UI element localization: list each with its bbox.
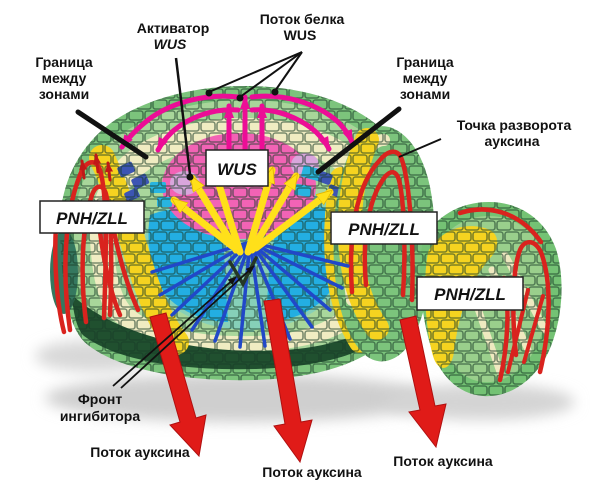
- auxin-flow-left-label: Поток ауксина: [90, 444, 190, 460]
- pointer-protein-dot-3: [271, 88, 279, 96]
- wus-box: [205, 149, 269, 187]
- auxin-line-right-top: [457, 207, 544, 245]
- auxin-flow-arrow-center: [263, 298, 313, 464]
- auxin-flow-right-label: Поток ауксина: [393, 453, 493, 469]
- pointer-protein-1: [208, 51, 303, 93]
- boundary-left-label-line2: между: [42, 70, 87, 86]
- auxin-turn-label-line2: ауксина: [484, 133, 539, 149]
- activator-label-line1: Активатор: [137, 20, 210, 36]
- pnh-zll-box-left: [39, 200, 145, 234]
- yellow-arrow-4: [248, 172, 300, 254]
- pnh-zll-box-right: [416, 276, 524, 311]
- gene-boxes: WUS PNH/ZLL PNH/ZLL PNH/ZLL: [39, 149, 524, 311]
- auxin-line-left-edge: [53, 222, 67, 335]
- pointer-boundary-right: [315, 106, 402, 175]
- pnh-zll-box-middle: [330, 211, 438, 245]
- protein-flow-arc-right-outer: [249, 93, 355, 145]
- boundary-left-label-line1: Граница: [35, 54, 93, 70]
- pointer-lines: [75, 51, 442, 389]
- protein-flow-arc-right-inner: [249, 107, 332, 152]
- vascular-fan: [150, 240, 350, 349]
- yellow-arrow-6: [170, 196, 236, 250]
- boundary-left-label-line3: зонами: [39, 86, 89, 102]
- pnh-zll-right-label: PNH/ZLL: [434, 285, 506, 304]
- auxin-file-right-2: [522, 294, 545, 364]
- pointer-protein-dot-1: [205, 89, 213, 97]
- pointer-activator: [174, 57, 192, 175]
- activator-label-line2: WUS: [154, 36, 187, 52]
- pointer-auxin-turn: [398, 138, 442, 158]
- text-annotations: Активатор WUS Поток белка WUS Граница ме…: [35, 11, 571, 480]
- inhibitor-front-label-line2: ингибитора: [60, 408, 141, 424]
- auxin-loop-left-inner: [80, 184, 114, 325]
- pointer-protein-3: [274, 51, 303, 92]
- inhibitor-front-label-line1: Фронт: [78, 391, 123, 407]
- pointer-protein-2: [239, 51, 303, 98]
- protein-flow-arc-left-outer: [119, 93, 241, 150]
- auxin-flow-arrow-right: [399, 315, 447, 449]
- pointer-inhibitor-2: [120, 265, 255, 389]
- yellow-arrow-1: [188, 174, 240, 254]
- pnh-zll-left-label: PNH/ZLL: [56, 209, 128, 228]
- wus-box-label: WUS: [217, 160, 257, 179]
- boundary-small-red-arrows: [79, 153, 114, 182]
- pointer-activator-dot: [186, 173, 194, 181]
- auxin-line-left-down1: [97, 229, 123, 318]
- auxin-file-right-1: [506, 288, 530, 374]
- boundary-right-label-line2: между: [403, 70, 448, 86]
- wus-protein-flow: [119, 93, 355, 155]
- boundary-right-label-line3: зонами: [400, 86, 450, 102]
- yellow-arrow-5: [252, 188, 334, 252]
- protein-flow-label-line2: WUS: [284, 27, 317, 43]
- pointer-protein-dot-2: [236, 94, 244, 102]
- pointer-boundary-left: [75, 109, 149, 160]
- pointer-inhibitor-1: [112, 276, 237, 387]
- boundary-right-label-line1: Граница: [396, 54, 454, 70]
- auxin-loop-left-outer: [63, 160, 109, 333]
- protein-flow-arc-left-inner: [155, 107, 241, 153]
- auxin-turn-label-line1: Точка разворота: [457, 117, 572, 133]
- protein-flow-label-line1: Поток белка: [260, 11, 345, 27]
- auxin-flow-center-label: Поток ауксина: [262, 464, 362, 480]
- pnh-zll-middle-label: PNH/ZLL: [348, 220, 420, 239]
- auxin-line-left-down2: [111, 229, 141, 313]
